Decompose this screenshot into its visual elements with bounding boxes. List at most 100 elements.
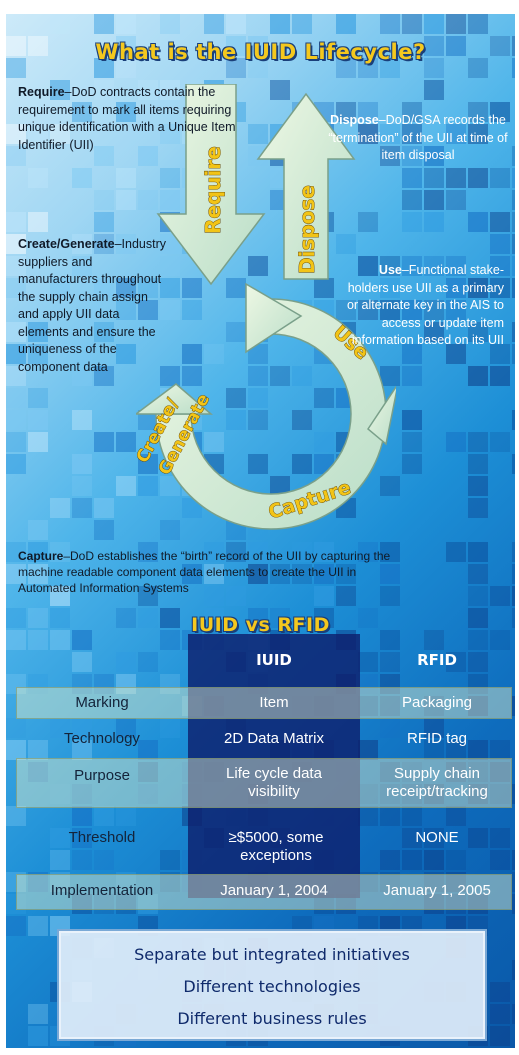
- pixel-tile: [358, 652, 378, 672]
- pixel-tile: [6, 344, 26, 364]
- pixel-tile: [424, 168, 444, 188]
- infographic-poster: What is the IUID Lifecycle? Require Disp…: [6, 14, 515, 1048]
- pixel-tile: [248, 36, 268, 56]
- pixel-tile: [94, 806, 114, 826]
- pixel-tile: [50, 80, 70, 100]
- pixel-tile: [512, 454, 515, 474]
- pixel-tile: [94, 366, 114, 386]
- pixel-tile: [380, 806, 400, 826]
- pixel-tile: [468, 674, 488, 694]
- pixel-tile: [380, 586, 400, 606]
- pixel-tile: [160, 300, 180, 320]
- pixel-tile: [226, 322, 246, 342]
- pixel-tile: [116, 674, 136, 694]
- pixel-tile: [358, 212, 378, 232]
- pixel-tile: [380, 366, 400, 386]
- pixel-tile: [402, 432, 422, 452]
- pixel-tile: [50, 586, 70, 606]
- pixel-tile: [50, 828, 70, 848]
- pixel-tile: [50, 850, 70, 870]
- pixel-tile: [248, 388, 268, 408]
- dispose-description: Dispose–DoD/GSA records the “termination…: [328, 112, 508, 165]
- pixel-tile: [182, 278, 202, 298]
- pixel-tile: [490, 740, 510, 760]
- pixel-tile: [50, 14, 70, 34]
- pixel-tile: [424, 718, 444, 738]
- pixel-tile: [424, 146, 444, 166]
- pixel-tile: [50, 872, 70, 892]
- use-description: Use–Functional stake-holders use UII as …: [346, 262, 504, 350]
- pixel-tile: [116, 432, 136, 452]
- pixel-tile: [512, 256, 515, 276]
- pixel-tile: [72, 674, 92, 694]
- pixel-tile: [138, 190, 158, 210]
- pixel-tile: [28, 1026, 48, 1046]
- pixel-tile: [402, 762, 422, 782]
- pixel-tile: [512, 322, 515, 342]
- pixel-tile: [28, 520, 48, 540]
- pixel-tile: [468, 652, 488, 672]
- pixel-tile: [402, 784, 422, 804]
- pixel-tile: [28, 916, 48, 936]
- pixel-tile: [6, 608, 26, 628]
- pixel-tile: [314, 586, 334, 606]
- pixel-tile: [446, 872, 466, 892]
- pixel-tile: [380, 674, 400, 694]
- pixel-tile: [248, 344, 268, 364]
- pixel-tile: [72, 256, 92, 276]
- pixel-tile: [226, 586, 246, 606]
- pixel-tile: [28, 124, 48, 144]
- pixel-tile: [72, 234, 92, 254]
- pixel-tile: [28, 322, 48, 342]
- pixel-tile: [94, 212, 114, 232]
- pixel-tile: [94, 432, 114, 452]
- pixel-tile: [402, 344, 422, 364]
- pixel-tile: [512, 564, 515, 584]
- pixel-tile: [28, 608, 48, 628]
- pixel-tile: [512, 168, 515, 188]
- require-description: Require–DoD contracts contain the requir…: [18, 84, 253, 154]
- pixel-tile: [380, 14, 400, 34]
- pixel-tile: [490, 234, 510, 254]
- pixel-tile: [468, 586, 488, 606]
- row-label-implementation: Implementation: [50, 882, 154, 899]
- cycle-ring: [155, 298, 387, 530]
- pixel-tile: [468, 542, 488, 562]
- pixel-tile: [182, 366, 202, 386]
- pixel-tile: [138, 300, 158, 320]
- pixel-tile: [72, 828, 92, 848]
- pixel-tile: [512, 36, 515, 56]
- pixel-tile: [446, 740, 466, 760]
- pixel-tile: [402, 850, 422, 870]
- pixel-tile: [160, 190, 180, 210]
- pixel-tile: [72, 784, 92, 804]
- cell-rfid-technology: RFID tag: [406, 730, 467, 747]
- pixel-tile: [138, 542, 158, 562]
- row-band-marking: [16, 687, 512, 719]
- pixel-tile: [424, 36, 444, 56]
- require-text: –DoD contracts contain the requirement t…: [18, 85, 236, 152]
- pixel-tile: [116, 58, 136, 78]
- pixel-tile: [248, 454, 268, 474]
- pixel-tile: [402, 146, 422, 166]
- pixel-tile: [50, 630, 70, 650]
- pixel-tile: [138, 146, 158, 166]
- pixel-tile: [116, 300, 136, 320]
- pixel-tile: [358, 256, 378, 276]
- pixel-tile: [336, 58, 356, 78]
- pixel-tile: [116, 872, 136, 892]
- col-header-rfid: RFID: [417, 651, 457, 669]
- require-arrow: [156, 84, 266, 286]
- pixel-tile: [6, 564, 26, 584]
- pixel-tile: [402, 454, 422, 474]
- dispose-arrow-label: Dispose: [295, 185, 319, 274]
- pixel-tile: [72, 850, 92, 870]
- pixel-tile: [28, 1004, 48, 1024]
- pixel-tile: [270, 608, 290, 628]
- pixel-tile: [94, 58, 114, 78]
- pixel-tile: [468, 14, 488, 34]
- pixel-tile: [116, 476, 136, 496]
- pixel-tile: [490, 828, 510, 848]
- pixel-tile: [424, 14, 444, 34]
- pixel-tile: [72, 740, 92, 760]
